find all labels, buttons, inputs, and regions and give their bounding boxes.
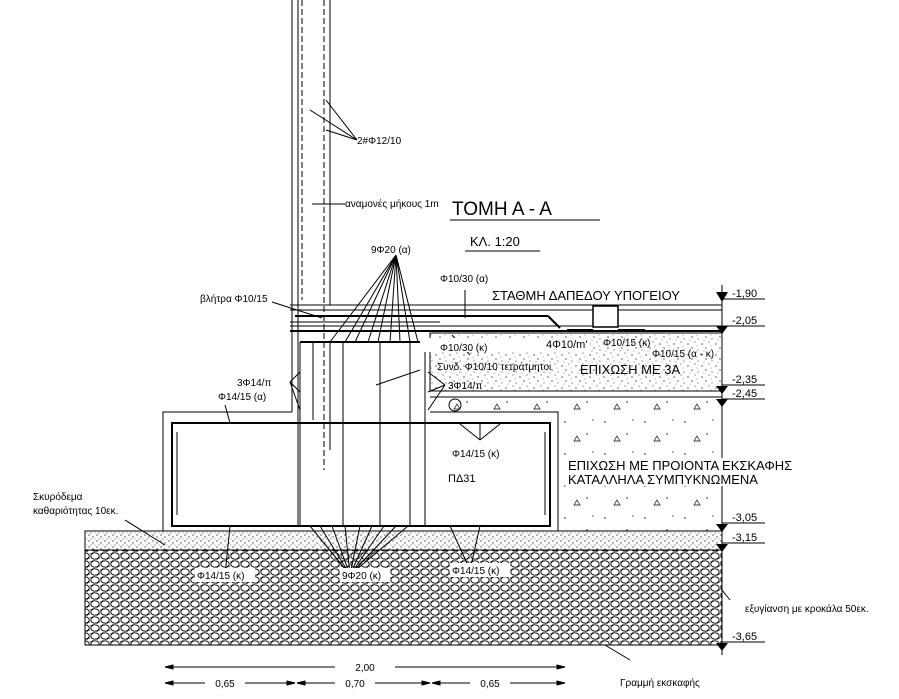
label-footing-mid-bars: Φ14/15 (κ) xyxy=(452,449,499,460)
label-backfill: ΕΠΙΧΩΣΗ ΜΕ ΠΡΟΙΟΝΤΑ ΕΚΣΚΑΦΗΣ xyxy=(568,458,792,473)
wall xyxy=(291,0,331,525)
label-side-bars-right: 3Φ14/π xyxy=(448,381,482,392)
label-footing-id: ΠΔ31 xyxy=(448,473,476,485)
annotations: 2#Φ12/10 αναμονές μήκους 1m 9Φ20 (α) βλή… xyxy=(33,136,869,689)
label-excavation: Γραμμή εκσκαφής xyxy=(620,677,700,689)
level-label: -2,05 xyxy=(732,315,757,327)
label-top-bars: 9Φ20 (α) xyxy=(371,245,411,256)
label-mesh: 4Φ10/m' xyxy=(546,339,587,351)
section-title: ΤΟΜΗ Α - Α xyxy=(452,199,552,220)
label-starter-bars: αναμονές μήκους 1m xyxy=(345,198,439,210)
leader-lines xyxy=(124,99,731,661)
label-bottom-right-bars: Φ14/15 (κ) xyxy=(452,566,499,577)
label-lean-concrete: Σκυρόδεμα xyxy=(33,491,83,503)
label-footing-top-bars: Φ14/15 (α) xyxy=(218,392,266,403)
dimension-total: 2,00 xyxy=(355,663,375,674)
drawing-scale: ΚΛ. 1:20 xyxy=(470,234,520,249)
lean-concrete-layer xyxy=(84,530,723,551)
level-label: -1,90 xyxy=(732,288,757,300)
dimension-part: 0,70 xyxy=(345,679,365,690)
footing xyxy=(162,411,559,532)
level-label: -2,35 xyxy=(732,374,757,386)
level-label: -2,45 xyxy=(732,388,757,400)
floor-slab xyxy=(290,304,722,332)
label-fill-3a: ΕΠΙΧΩΣΗ ΜΕ 3Α xyxy=(580,362,680,377)
level-label: -3,05 xyxy=(732,512,757,524)
label-wall-bars: 2#Φ12/10 xyxy=(357,136,402,147)
label-backfill-2: ΚΑΤΑΛΛΗΛΑ ΣΥΜΠΥΚΝΩΜΕΝΑ xyxy=(568,472,758,487)
label-stirrups: Συνδ. Φ10/10 τετράτμητοι xyxy=(437,361,551,373)
dimension-part: 0,65 xyxy=(480,679,500,690)
label-bottom-left-bars: Φ14/15 (κ) xyxy=(197,571,244,582)
label-slab-bars-ak: Φ10/15 (α - κ) xyxy=(652,349,714,360)
dimension-lines xyxy=(164,664,566,686)
label-dowels: βλήτρα Φ10/15 xyxy=(200,293,268,305)
dimension-part: 0,65 xyxy=(215,679,235,690)
label-slab-bottom-bars: Φ10/30 (κ) xyxy=(440,343,487,354)
level-label: -3,65 xyxy=(732,631,757,643)
pedestal xyxy=(299,341,426,525)
gravel-layer xyxy=(84,549,723,646)
level-label: -3,15 xyxy=(732,532,757,544)
label-slab-top-bars: Φ10/30 (α) xyxy=(440,274,488,285)
label-gravel: εξυγίανση με κροκάλα 50εκ. xyxy=(745,603,869,615)
label-bottom-mid-bars: 9Φ20 (κ) xyxy=(342,571,381,582)
backfill-strip xyxy=(430,398,558,412)
label-floor-level: ΣΤΑΘΜΗ ΔΑΠΕΔΟΥ ΥΠΟΓΕΙΟΥ xyxy=(492,288,680,303)
label-side-bars-left: 3Φ14/π xyxy=(237,378,271,389)
level-labels: -1,90 -2,05 -2,35 -2,45 -3,05 -3,15 -3,6… xyxy=(732,288,757,643)
label-lean-concrete-2: καθαριότητας 10εκ. xyxy=(33,505,118,517)
label-slab-bars-k: Φ10/15 (κ) xyxy=(603,338,650,349)
